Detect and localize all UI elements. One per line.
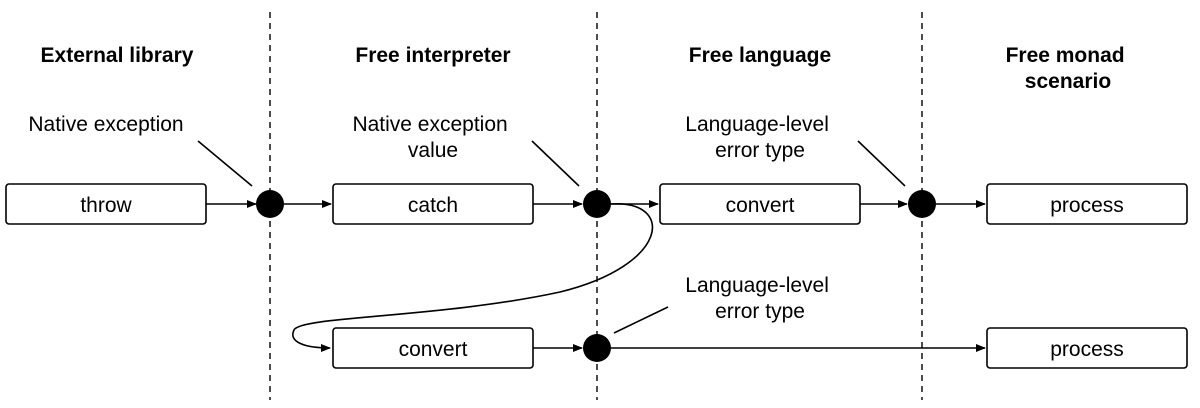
junction-node [256, 190, 284, 218]
junction-node [583, 334, 611, 362]
arrow-loop-to-bottom-convert [292, 203, 654, 352]
annotation-native-exception-value: Native exception value [352, 113, 513, 162]
callout-line [197, 140, 253, 187]
box-process-bottom-label: process [1050, 338, 1124, 361]
annotation-language-level-error-top: Language-level error type [685, 113, 834, 162]
box-throw-label: throw [80, 194, 132, 217]
lane-heading-free-monad-scenario: Free monad scenario [1006, 44, 1131, 93]
annotation-native-exception: Native exception [28, 113, 183, 136]
callout-line [531, 140, 580, 187]
lane-heading-free-language: Free language [689, 44, 831, 67]
lane-heading-free-interpreter: Free interpreter [355, 44, 510, 67]
box-process-top [986, 183, 1188, 225]
junction-node [908, 190, 936, 218]
box-catch-label: catch [408, 194, 458, 217]
box-process-top-label: process [1050, 194, 1124, 217]
callout-line [857, 140, 906, 187]
box-convert-bottom-label: convert [399, 338, 468, 361]
lane-heading-external-library: External library [41, 44, 194, 67]
box-convert-top-label: convert [726, 194, 795, 217]
box-process-bottom [986, 327, 1188, 369]
annotation-language-level-error-bottom: Language-level error type [685, 274, 834, 323]
junction-node [583, 190, 611, 218]
callout-line [613, 306, 669, 334]
